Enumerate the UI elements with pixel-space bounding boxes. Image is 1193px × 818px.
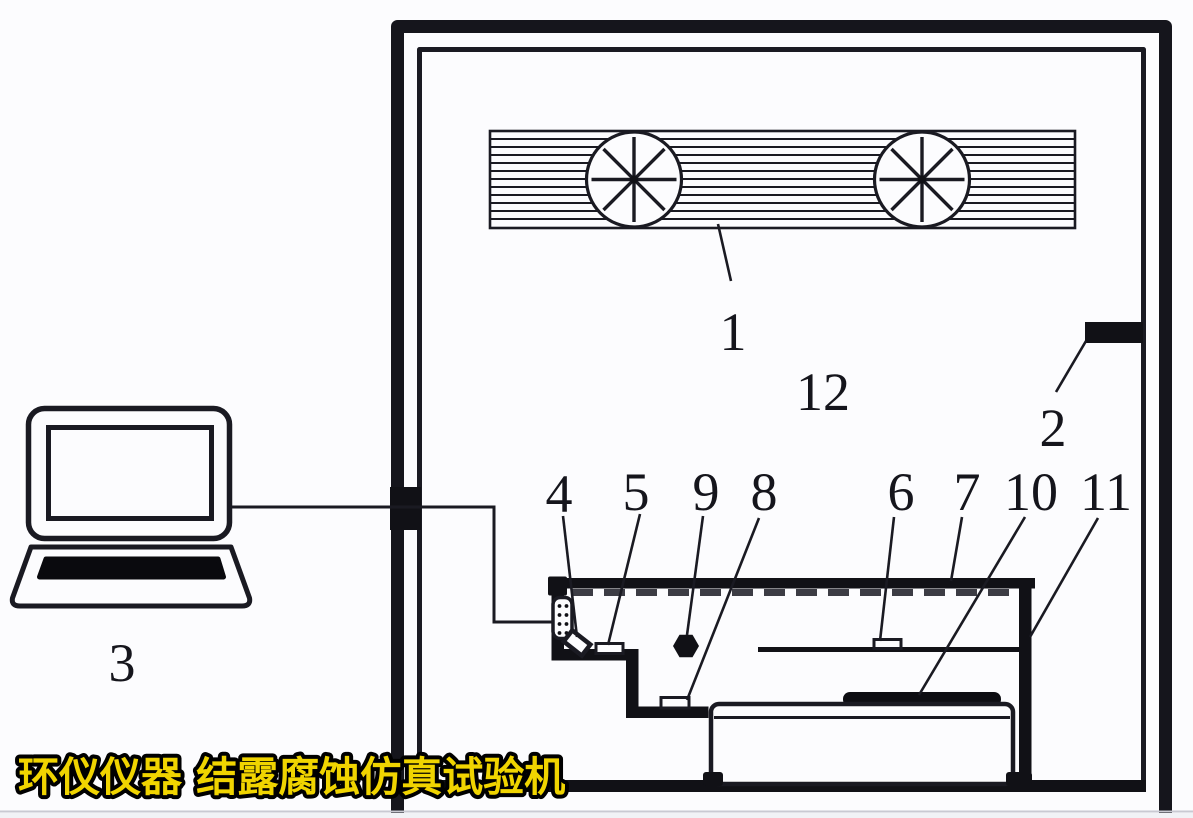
fan-left-icon [584, 130, 684, 229]
leader-1 [716, 223, 733, 282]
callout-label-8: 8 [751, 462, 778, 522]
callout-label-4: 4 [546, 464, 573, 524]
fan-right-icon [872, 130, 972, 229]
leader-5 [606, 513, 642, 646]
callout-label-1: 1 [720, 302, 747, 362]
callout-label-12: 12 [796, 362, 850, 422]
stand-connector [551, 595, 594, 659]
callout-label-9: 9 [693, 462, 720, 522]
callout-label-11: 11 [1080, 462, 1132, 522]
sensor-upper-step [594, 642, 625, 655]
watermark-caption: 环仪仪器 结露腐蚀仿真试验机 [18, 753, 565, 801]
control-computer [9, 405, 253, 609]
leader-10 [917, 516, 1027, 696]
sensor-sample-shelf [872, 638, 903, 650]
leader-2 [1054, 340, 1088, 393]
laptop-keyboard [37, 556, 226, 580]
tray-body [708, 701, 1016, 787]
finned-cooler [488, 129, 1077, 230]
chamber-outer-wall [391, 20, 1172, 818]
tray-left-foot [703, 772, 723, 786]
stand-top-plate [549, 578, 1035, 589]
laptop-screen [46, 425, 214, 521]
stand-step-riser [626, 649, 639, 718]
callout-label-3: 3 [109, 633, 136, 693]
hex-fitting [673, 634, 699, 658]
water-tray [703, 692, 1032, 787]
callout-label-2: 2 [1040, 398, 1067, 458]
leader-4 [561, 515, 579, 638]
leader-lines [561, 223, 1100, 701]
leader-11 [1028, 517, 1100, 638]
callout-label-7: 7 [954, 462, 981, 522]
right-wall-feedthrough-port [1085, 322, 1143, 343]
stand-right-wall [1019, 582, 1032, 788]
signal-cable [230, 505, 552, 624]
callout-label-5: 5 [623, 462, 650, 522]
leader-7 [949, 516, 964, 582]
leader-8 [685, 517, 761, 701]
callout-labels: 1 2 3 4 5 6 7 8 9 10 11 12 [109, 302, 1133, 693]
chamber-inner-wall [417, 47, 1146, 781]
callout-label-10: 10 [1004, 462, 1058, 522]
leader-9 [685, 515, 705, 636]
callout-label-6: 6 [888, 462, 915, 522]
stand-lower-step [626, 706, 709, 718]
leader-6 [878, 516, 896, 642]
sensor-lower-step [659, 696, 691, 710]
image-bottom-edge-strip [0, 813, 1193, 818]
